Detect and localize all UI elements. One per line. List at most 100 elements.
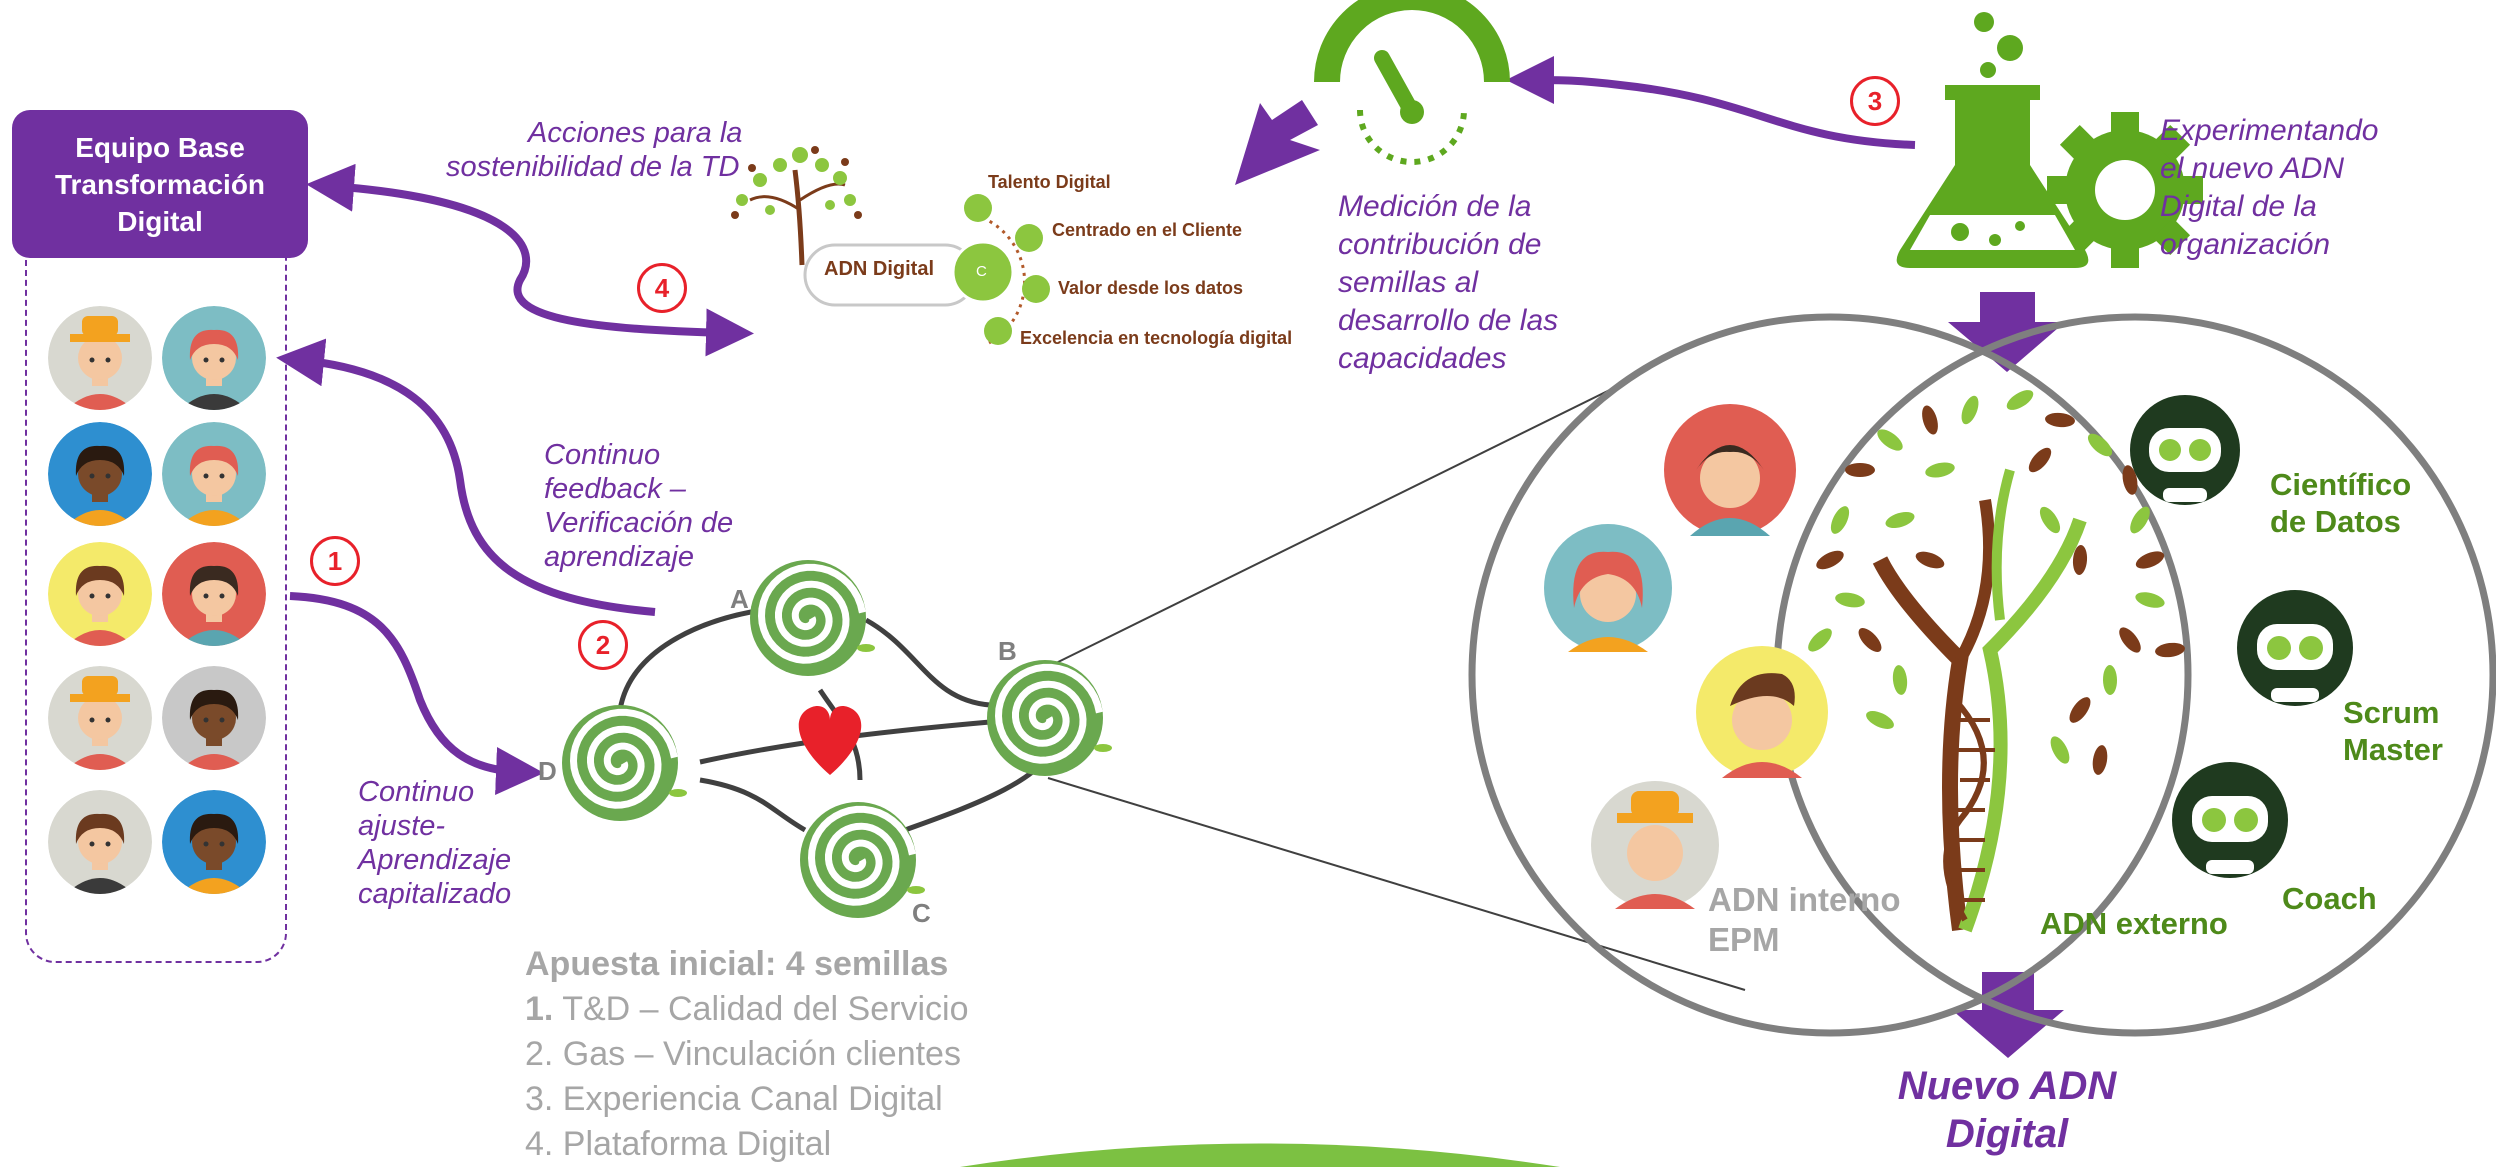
adn-center-letter: C [976, 263, 987, 280]
adn-tree-icon [731, 146, 862, 266]
step-4-badge: 4 [637, 263, 687, 313]
team-avatar [48, 306, 152, 410]
seeds-list-item-3: 3. Experiencia Canal Digital [525, 1080, 943, 1118]
medicion-line3: semillas al [1338, 266, 1479, 299]
venn-internal-label: ADN interno EPM [1708, 880, 1901, 960]
seeds-list: Apuesta inicial: 4 semillas 1. T&D – Cal… [525, 942, 968, 1167]
feedback-line1: Continuo [544, 439, 661, 471]
venn-avatar-4 [1591, 781, 1719, 909]
tree-leaf [2102, 665, 2118, 695]
experimentando-line1: Experimentando [2160, 114, 2379, 147]
ajuste-line4: capitalizado [358, 878, 512, 910]
ajuste-line3: Aprendizaje [358, 844, 512, 876]
tree-leaf [2135, 551, 2165, 569]
adn-item-cliente: Centrado en el Cliente [1052, 220, 1243, 240]
adn-item-datos: Valor desde los datos [1058, 278, 1244, 298]
tree-leaf [2006, 390, 2034, 410]
robot-icon-cientifico [2130, 395, 2240, 505]
medicion-line4: desarrollo de las [1338, 304, 1559, 337]
medicion-line2: contribución de [1338, 228, 1542, 261]
team-avatar [48, 666, 152, 770]
venn-external-label: ADN externo [2040, 906, 2228, 941]
team-avatar [162, 306, 266, 410]
seed-label-b: B [998, 636, 1017, 666]
venn-internal-line2: EPM [1708, 921, 1780, 958]
heart-icon [798, 706, 862, 775]
tree-leaf [2072, 545, 2088, 575]
annotation-medicion: Medición de la contribución de semillas … [1338, 188, 1558, 378]
ajuste-line2: ajuste- [358, 810, 446, 842]
seed-label-d: D [538, 756, 557, 786]
ajuste-line1: Continuo [358, 776, 475, 808]
team-avatar [48, 790, 152, 894]
arrow-4-double [306, 163, 754, 357]
tree-leaf [2069, 697, 2091, 723]
seeds-list-item-4: 4. Plataforma Digital [525, 1125, 832, 1163]
role-coach-label: Coach [2282, 881, 2377, 916]
tree-leaf [2045, 412, 2075, 428]
tree-leaf [1892, 665, 1908, 695]
tree-leaf [2155, 642, 2185, 658]
arrow-gauge-out [1235, 100, 1320, 185]
tree-leaf [1816, 550, 1844, 570]
annotation-ajuste: Continuo ajuste- Aprendizaje capitalizad… [358, 775, 511, 911]
experimentando-line3: Digital de la [2160, 190, 2317, 223]
venn-internal-line1: ADN interno [1708, 881, 1901, 918]
experimentando-line2: el nuevo ADN [2160, 152, 2344, 185]
dna-tree-icon [1872, 468, 2087, 933]
venn-internal-circle [1468, 313, 2192, 1037]
venn-avatar-3 [1696, 646, 1828, 778]
tree-leaf [1915, 551, 1945, 569]
tree-leaves [1808, 390, 2185, 775]
tree-leaf [1922, 405, 1938, 435]
seed-d-spiral [562, 705, 687, 821]
arrow-result-down [1952, 972, 2064, 1058]
tree-leaf [1808, 628, 1832, 652]
team-avatar [162, 666, 266, 770]
adn-dot-4 [984, 317, 1012, 345]
robot-icon-scrum [2237, 590, 2353, 706]
tree-leaf [2092, 745, 2108, 775]
experimentando-line4: organización [2160, 228, 2331, 261]
feedback-line3: Verificación de [544, 507, 734, 539]
tree-leaf [1961, 395, 1979, 425]
step-2-badge: 2 [578, 620, 628, 670]
tree-leaf [1830, 506, 1850, 534]
venn-avatar-1 [1664, 404, 1796, 536]
tree-leaf [1835, 592, 1865, 608]
team-avatar [48, 422, 152, 526]
sostenibilidad-line2: sostenibilidad de la TD [446, 151, 740, 183]
seed-label-c: C [912, 898, 931, 928]
team-title-line2: Transformación [54, 168, 266, 200]
role-cientifico-line2: de Datos [2270, 504, 2401, 539]
seeds-list-item-1-num: 1. [525, 990, 554, 1028]
tree-leaf [1866, 711, 1894, 729]
team-title-line3: Digital [117, 205, 203, 237]
gauge-icon [1314, 0, 1510, 165]
tree-leaf [1925, 462, 1955, 478]
seeds-list-item-1: 1. T&D – Calidad del Servicio [525, 987, 968, 1032]
annotation-sostenibilidad: Acciones para la sostenibilidad de la TD [446, 116, 742, 184]
team-avatar [162, 790, 266, 894]
tree-leaf [1845, 463, 1875, 477]
tree-leaf [2039, 506, 2061, 534]
robot-icon-coach [2172, 762, 2288, 878]
tree-leaf [1858, 628, 1882, 652]
tree-leaf [2087, 433, 2113, 457]
connector-top [1047, 379, 1631, 668]
tree-leaf [2135, 592, 2165, 608]
tree-leaf [1885, 511, 1915, 529]
tree-leaf [2050, 736, 2070, 764]
team-avatar [162, 422, 266, 526]
result-label: Nuevo ADN Digital [1882, 1062, 2132, 1158]
team-title-line1: Equipo Base [75, 131, 245, 163]
seeds-list-item-1-text: T&D – Calidad del Servicio [553, 990, 969, 1028]
role-cientifico-line1: Científico [2270, 467, 2412, 502]
team-avatar [162, 542, 266, 646]
annotation-experimentando: Experimentando el nuevo ADN Digital de l… [2160, 112, 2378, 264]
adn-dot-3 [1022, 275, 1050, 303]
role-scrum-line2: Master [2343, 732, 2443, 767]
role-cientifico-label: Científico de Datos [2270, 466, 2411, 540]
arrow-1 [289, 592, 544, 796]
